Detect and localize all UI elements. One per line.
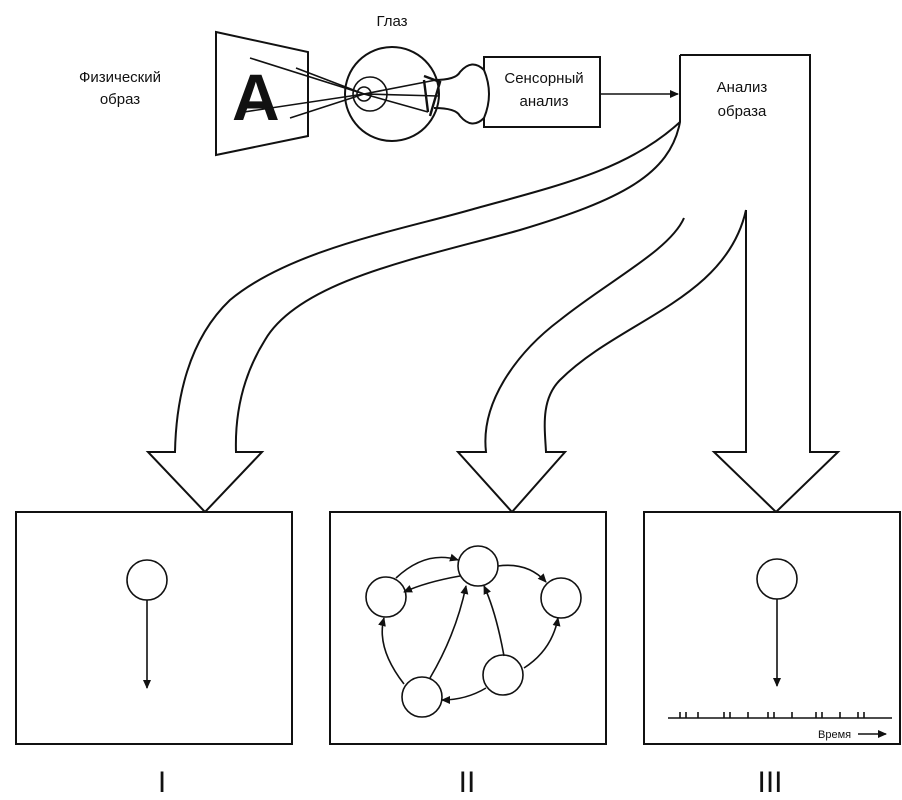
time-label: Время: [818, 729, 851, 741]
panel-3: [643, 511, 901, 745]
sensory-analysis-label-line1: Сенсорный: [504, 70, 583, 87]
physical-image-label-line1: Физический: [79, 69, 161, 86]
sensory-analysis-label-line2: анализ: [520, 93, 569, 110]
physical-image-label-line2: образ: [100, 91, 140, 108]
panel-1: [15, 511, 293, 745]
image-analysis-label-line1: Анализ: [717, 79, 768, 96]
optic-nerve: [433, 63, 485, 125]
panel-3-node: [756, 558, 798, 687]
light-rays: [243, 57, 439, 119]
panel-1-node: [126, 559, 168, 689]
panel-1-numeral: I: [158, 766, 166, 799]
physical-image-plate: [215, 30, 309, 157]
panel-2-network: [365, 545, 582, 718]
image-analysis-label-line2: образа: [718, 103, 767, 120]
sensory-analysis-box: [483, 56, 601, 128]
panel-2: [329, 511, 607, 745]
eye-label: Глаз: [376, 13, 407, 30]
panel-2-numeral: II: [459, 766, 476, 799]
letter-a: A: [232, 60, 280, 134]
time-axis: [668, 712, 892, 719]
eye: [344, 46, 442, 142]
image-analysis-flows: [145, 54, 841, 514]
panel-3-numeral: III: [757, 766, 782, 799]
